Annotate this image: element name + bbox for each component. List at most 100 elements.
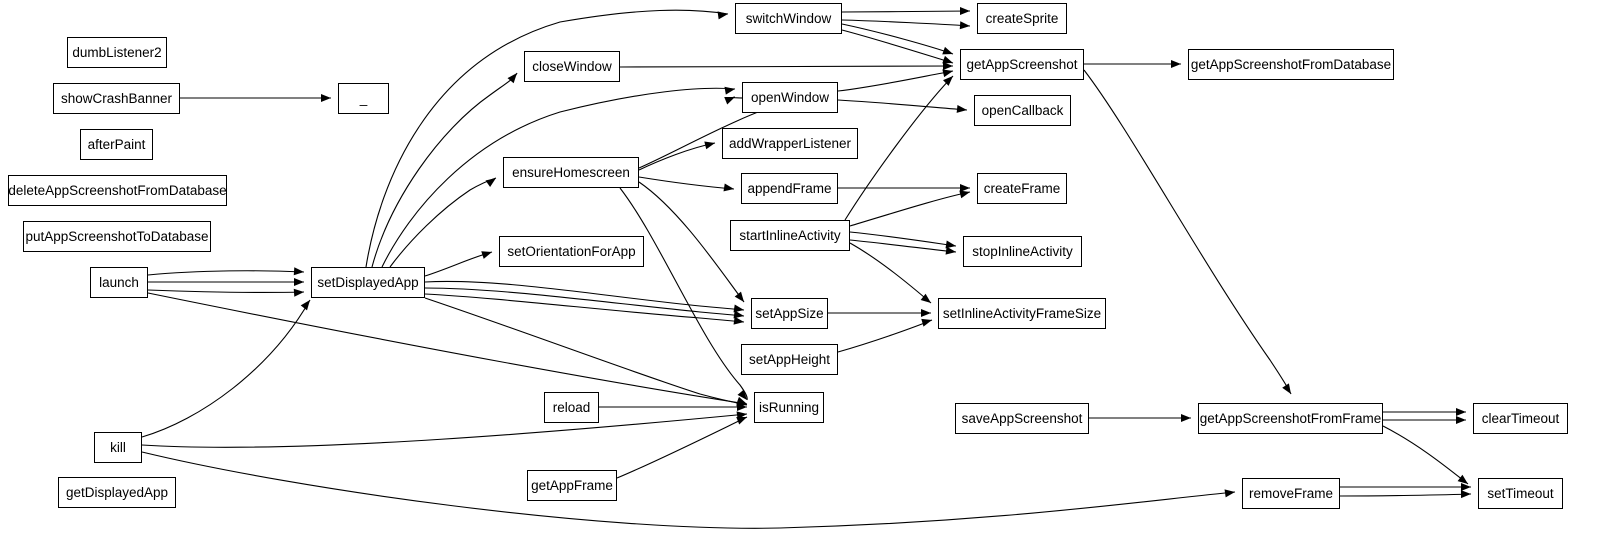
graph-node-ensureHomescreen[interactable]: ensureHomescreen (503, 157, 639, 188)
graph-node-label: createFrame (983, 180, 1061, 196)
graph-node-setAppHeight[interactable]: setAppHeight (741, 344, 838, 375)
graph-node-getAppScreenshot[interactable]: getAppScreenshot (960, 49, 1084, 80)
edge-arrowhead (300, 300, 310, 311)
graph-node-getAppScreenshotFromDatabase[interactable]: getAppScreenshotFromDatabase (1188, 49, 1394, 80)
graph-node-appendFrame[interactable]: appendFrame (741, 173, 838, 204)
graph-node-label: switchWindow (745, 10, 832, 26)
graph-node-label: appendFrame (747, 180, 832, 196)
graph-edge (841, 23, 954, 55)
graph-edge (424, 293, 745, 323)
edge-arrowhead (942, 46, 953, 55)
graph-node-setAppSize[interactable]: setAppSize (751, 298, 828, 329)
graph-node-label: createSprite (985, 10, 1059, 26)
graph-node-setOrientationForApp[interactable]: setOrientationForApp (499, 236, 644, 267)
graph-edge (141, 413, 748, 448)
graph-node-stopInlineActivity[interactable]: stopInlineActivity (963, 236, 1082, 267)
edge-arrowhead (481, 251, 492, 259)
edge-arrowhead (724, 86, 735, 95)
graph-node-dumbListener2[interactable]: dumbListener2 (67, 37, 167, 68)
edge-arrowhead (956, 104, 967, 113)
graph-edge (841, 29, 954, 64)
graph-node-label: reload (552, 399, 591, 415)
graph-node-afterPaint[interactable]: afterPaint (80, 129, 153, 160)
edge-arrowhead (1460, 490, 1471, 499)
graph-edge (1339, 493, 1472, 497)
graph-node-label: saveAppScreenshot (961, 410, 1083, 426)
graph-node-label: getAppScreenshot (966, 56, 1078, 72)
graph-edge (424, 297, 748, 406)
graph-node-startInlineActivity[interactable]: startInlineActivity (730, 220, 850, 251)
graph-node-removeFrame[interactable]: removeFrame (1242, 478, 1340, 509)
graph-node-launch[interactable]: launch (90, 267, 148, 298)
graph-node-putAppScreenshotToDatabase[interactable]: putAppScreenshotToDatabase (23, 221, 211, 252)
graph-node-closeWindow[interactable]: closeWindow (524, 51, 620, 82)
graph-node-addWrapperListener[interactable]: addWrapperListener (722, 128, 858, 159)
graph-node-label: kill (110, 439, 126, 455)
edge-arrowhead (733, 316, 744, 325)
edge-arrowhead (945, 240, 956, 249)
graph-node-saveAppScreenshot[interactable]: saveAppScreenshot (955, 403, 1089, 434)
graph-node-label: setOrientationForApp (507, 243, 636, 259)
edge-arrowhead (1456, 408, 1466, 416)
edge-arrowhead (733, 304, 744, 313)
edge-arrowhead (1282, 383, 1291, 394)
graph-node-getAppFrame[interactable]: getAppFrame (527, 470, 617, 501)
graph-node-deleteAppScreenshotFromDatabase[interactable]: deleteAppScreenshotFromDatabase (8, 175, 227, 206)
graph-edge (141, 299, 311, 438)
graph-node-openCallback[interactable]: openCallback (974, 95, 1071, 126)
edge-arrowhead (942, 69, 953, 78)
graph-edge (844, 75, 954, 221)
graph-node-getDisplayedApp[interactable]: getDisplayedApp (58, 477, 176, 508)
graph-edge (616, 416, 748, 479)
graph-node-kill[interactable]: kill (94, 432, 142, 463)
graph-node-createSprite[interactable]: createSprite (977, 3, 1067, 34)
graph-edge (638, 142, 716, 171)
graph-node-createFrame[interactable]: createFrame (977, 173, 1067, 204)
graph-node-label: openCallback (981, 102, 1064, 118)
graph-node-label: isRunning (758, 399, 820, 415)
graph-edge (147, 292, 748, 405)
graph-edge (424, 251, 493, 277)
edge-arrowhead (733, 310, 744, 319)
graph-node-showCrashBanner[interactable]: showCrashBanner (53, 83, 180, 114)
graph-node-switchWindow[interactable]: switchWindow (735, 3, 842, 34)
edge-arrowhead (942, 55, 953, 64)
graph-node-label: setAppHeight (748, 351, 831, 367)
graph-edge (147, 289, 305, 293)
graph-node-setTimeout[interactable]: setTimeout (1478, 478, 1563, 509)
graph-node-label: deleteAppScreenshotFromDatabase (8, 182, 227, 198)
graph-node-underscore[interactable]: _ (338, 83, 389, 114)
edge-arrowhead (921, 318, 932, 327)
graph-edge (638, 176, 735, 190)
graph-edge (837, 70, 954, 92)
edge-arrowhead (959, 21, 970, 30)
edge-arrowhead (294, 278, 304, 286)
graph-node-setDisplayedApp[interactable]: setDisplayedApp (311, 267, 425, 298)
edge-arrowhead (723, 183, 734, 192)
graph-edge (849, 239, 957, 253)
graph-edge (424, 280, 745, 311)
graph-node-label: dumbListener2 (72, 44, 162, 60)
graph-node-clearTimeout[interactable]: clearTimeout (1473, 403, 1568, 434)
graph-node-reload[interactable]: reload (544, 392, 599, 423)
graph-node-label: openWindow (750, 89, 830, 105)
edge-arrowhead (921, 309, 931, 317)
graph-edge (1083, 69, 1292, 395)
graph-node-label: setInlineActivityFrameSize (942, 305, 1102, 321)
graph-node-setInlineActivityFrameSize[interactable]: setInlineActivityFrameSize (938, 298, 1106, 329)
graph-node-label: removeFrame (1248, 485, 1334, 501)
graph-node-isRunning[interactable]: isRunning (754, 392, 824, 423)
edge-arrowhead (1171, 60, 1181, 68)
graph-node-openWindow[interactable]: openWindow (742, 82, 838, 113)
edge-arrowhead (1461, 483, 1471, 491)
graph-node-label: showCrashBanner (60, 90, 173, 106)
graph-edge (371, 72, 518, 268)
arrowheads-group (293, 7, 1471, 499)
graph-edge (619, 187, 748, 401)
edge-arrowhead (920, 293, 931, 303)
edge-arrowhead (704, 141, 715, 150)
graph-node-getAppScreenshotFromFrame[interactable]: getAppScreenshotFromFrame (1198, 403, 1383, 434)
graph-node-label: startInlineActivity (739, 227, 841, 243)
